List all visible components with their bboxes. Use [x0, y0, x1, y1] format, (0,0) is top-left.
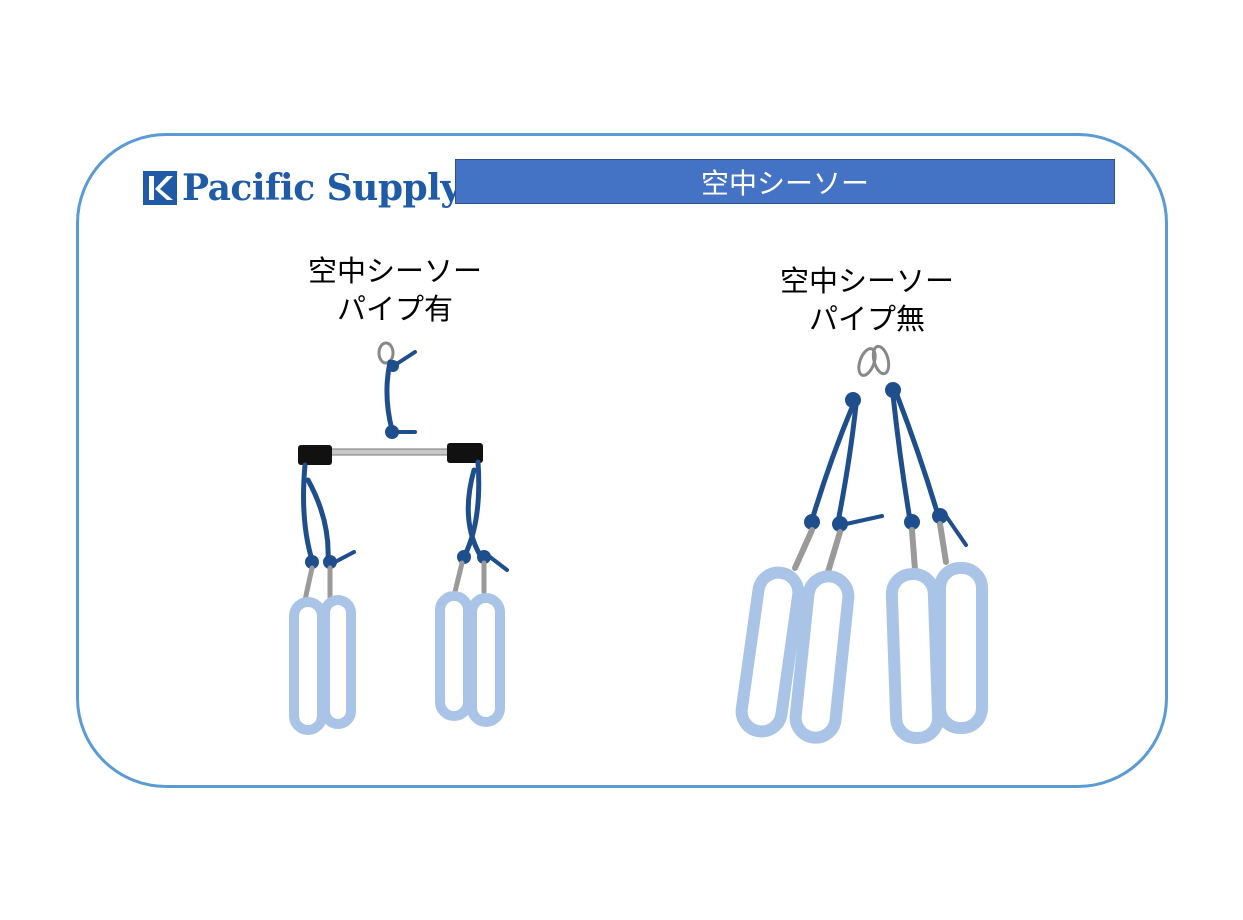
caption-right-line2: パイプ無: [808, 302, 925, 336]
caption-right-line1: 空中シーソー: [779, 264, 954, 298]
product-caption-left: 空中シーソー パイプ有: [280, 252, 510, 328]
caption-left-line2: パイプ有: [336, 292, 453, 326]
product-caption-right: 空中シーソー パイプ無: [752, 262, 982, 338]
title-banner: 空中シーソー: [455, 159, 1115, 204]
banner-title: 空中シーソー: [700, 166, 869, 200]
brand-logo: Pacific Supply: [143, 170, 461, 206]
brand-name: Pacific Supply: [182, 167, 461, 209]
logo-mark-icon: [143, 171, 177, 205]
caption-left-line1: 空中シーソー: [307, 254, 482, 288]
